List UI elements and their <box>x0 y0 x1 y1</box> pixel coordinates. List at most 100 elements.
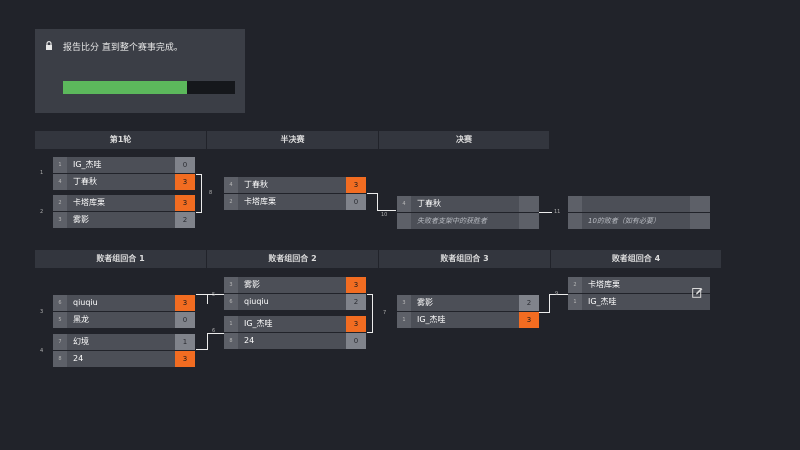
player-name: 丁春秋 <box>244 180 268 189</box>
match-slot[interactable]: 4 丁春秋 <box>397 196 539 212</box>
match-7[interactable]: 3 雾影 2 1 IG_杰哇 3 <box>397 295 539 328</box>
bracket-connector <box>549 294 568 295</box>
match-slot[interactable]: 6 qiuqiu 3 <box>53 295 195 311</box>
match-number: 5 <box>212 292 216 298</box>
score <box>690 213 710 229</box>
round-header-losers-1: 败者组回合 1 <box>35 250 206 268</box>
match-number: 7 <box>383 310 387 316</box>
match-slot[interactable]: 7 幻境 1 <box>53 334 195 350</box>
player-name: 卡塔库栗 <box>73 198 105 207</box>
seed-number: 4 <box>53 174 67 190</box>
round-header-losers-2: 败者组回合 2 <box>207 250 378 268</box>
progress-bar-fill <box>63 81 187 94</box>
player-name: 24 <box>244 336 255 345</box>
round-header-final: 决赛 <box>379 131 549 149</box>
score: 0 <box>346 333 366 349</box>
bracket-connector <box>367 193 378 211</box>
player-name: 丁春秋 <box>417 199 441 208</box>
match-slot[interactable] <box>568 196 710 212</box>
seed-number: 8 <box>53 351 67 367</box>
seed-number: 1 <box>224 316 238 332</box>
seed-number: 2 <box>568 277 582 293</box>
match-number: 10 <box>381 212 388 218</box>
lock-icon <box>46 41 52 50</box>
player-name: IG_杰哇 <box>73 160 102 169</box>
match-slot[interactable]: 6 qiuqiu 2 <box>224 294 366 310</box>
player-name: IG_杰哇 <box>244 319 273 328</box>
match-slot[interactable]: 5 黑龙 0 <box>53 312 195 328</box>
bracket-connector <box>377 210 396 211</box>
round-header-losers-3: 败者组回合 3 <box>379 250 550 268</box>
match-slot[interactable]: 失败者支架中的获胜者 <box>397 213 539 229</box>
round-header-semifinal: 半决赛 <box>207 131 378 149</box>
score-winner: 3 <box>519 312 539 328</box>
score-winner: 3 <box>175 174 195 190</box>
score: 2 <box>346 294 366 310</box>
match-slot[interactable]: 3 雾影 2 <box>397 295 539 311</box>
player-name: 卡塔库栗 <box>588 280 620 289</box>
seed-number <box>568 213 582 229</box>
match-slot[interactable]: 3 雾影 3 <box>224 277 366 293</box>
seed-number: 3 <box>397 295 411 311</box>
player-name: 雾影 <box>244 280 260 289</box>
seed-number: 1 <box>53 157 67 173</box>
match-number: 9 <box>555 291 559 297</box>
match-slot[interactable]: 4 丁春秋 3 <box>224 177 366 193</box>
match-number: 6 <box>212 328 216 334</box>
match-slot[interactable]: 8 24 3 <box>53 351 195 367</box>
placeholder-name: 10的败者（如有必要） <box>588 217 660 225</box>
bracket-connector <box>207 333 224 334</box>
match-slot[interactable]: 10的败者（如有必要） <box>568 213 710 229</box>
progress-bar <box>63 81 235 94</box>
match-slot[interactable]: 2 卡塔库栗 3 <box>53 195 195 211</box>
progress-notice-panel: 报告比分 直到整个赛事完成。 <box>35 29 245 113</box>
match-number: 8 <box>209 190 213 196</box>
score: 0 <box>346 194 366 210</box>
match-slot[interactable]: 1 IG_杰哇 3 <box>224 316 366 332</box>
match-5[interactable]: 3 雾影 3 6 qiuqiu 2 <box>224 277 366 310</box>
match-slot[interactable]: 3 雾影 2 <box>53 212 195 228</box>
player-name: qiuqiu <box>73 298 98 307</box>
match-slot[interactable]: 2 卡塔库栗 0 <box>224 194 366 210</box>
bracket-connector <box>196 294 208 304</box>
seed-number: 6 <box>224 294 238 310</box>
match-slot[interactable]: 1 IG_杰哇 0 <box>53 157 195 173</box>
match-9[interactable]: 2 卡塔库栗 1 IG_杰哇 <box>568 277 710 310</box>
player-name: 雾影 <box>417 298 433 307</box>
seed-number: 5 <box>53 312 67 328</box>
match-6[interactable]: 1 IG_杰哇 3 8 24 0 <box>224 316 366 349</box>
seed-number: 4 <box>397 196 411 212</box>
player-name: qiuqiu <box>244 297 269 306</box>
match-slot[interactable]: 4 丁春秋 3 <box>53 174 195 190</box>
player-name: 24 <box>73 354 84 363</box>
seed-number: 8 <box>224 333 238 349</box>
player-name: 黑龙 <box>73 315 89 324</box>
score-winner: 3 <box>346 277 366 293</box>
match-10-final[interactable]: 4 丁春秋 失败者支架中的获胜者 <box>397 196 539 229</box>
match-slot[interactable]: 8 24 0 <box>224 333 366 349</box>
match-11-grand-final-reset[interactable]: 10的败者（如有必要） <box>568 196 710 229</box>
match-2[interactable]: 2 卡塔库栗 3 3 雾影 2 <box>53 195 195 228</box>
bracket-connector <box>207 294 224 295</box>
match-1[interactable]: 1 IG_杰哇 0 4 丁春秋 3 <box>53 157 195 190</box>
seed-number <box>568 196 582 212</box>
score: 0 <box>175 157 195 173</box>
bracket-connector <box>196 174 202 213</box>
score <box>519 196 539 212</box>
score <box>690 196 710 212</box>
match-number: 4 <box>40 348 44 354</box>
match-slot[interactable]: 1 IG_杰哇 3 <box>397 312 539 328</box>
score: 0 <box>175 312 195 328</box>
edit-icon[interactable] <box>692 287 703 298</box>
match-number: 1 <box>40 170 44 176</box>
placeholder-name: 失败者支架中的获胜者 <box>417 217 487 225</box>
seed-number: 1 <box>568 294 582 310</box>
seed-number: 7 <box>53 334 67 350</box>
player-name: IG_杰哇 <box>588 297 617 306</box>
match-slot[interactable]: 2 卡塔库栗 <box>568 277 710 293</box>
match-3[interactable]: 6 qiuqiu 3 5 黑龙 0 <box>53 295 195 328</box>
match-4[interactable]: 7 幻境 1 8 24 3 <box>53 334 195 367</box>
match-slot[interactable]: 1 IG_杰哇 <box>568 294 710 310</box>
seed-number: 1 <box>397 312 411 328</box>
match-8[interactable]: 4 丁春秋 3 2 卡塔库栗 0 <box>224 177 366 210</box>
